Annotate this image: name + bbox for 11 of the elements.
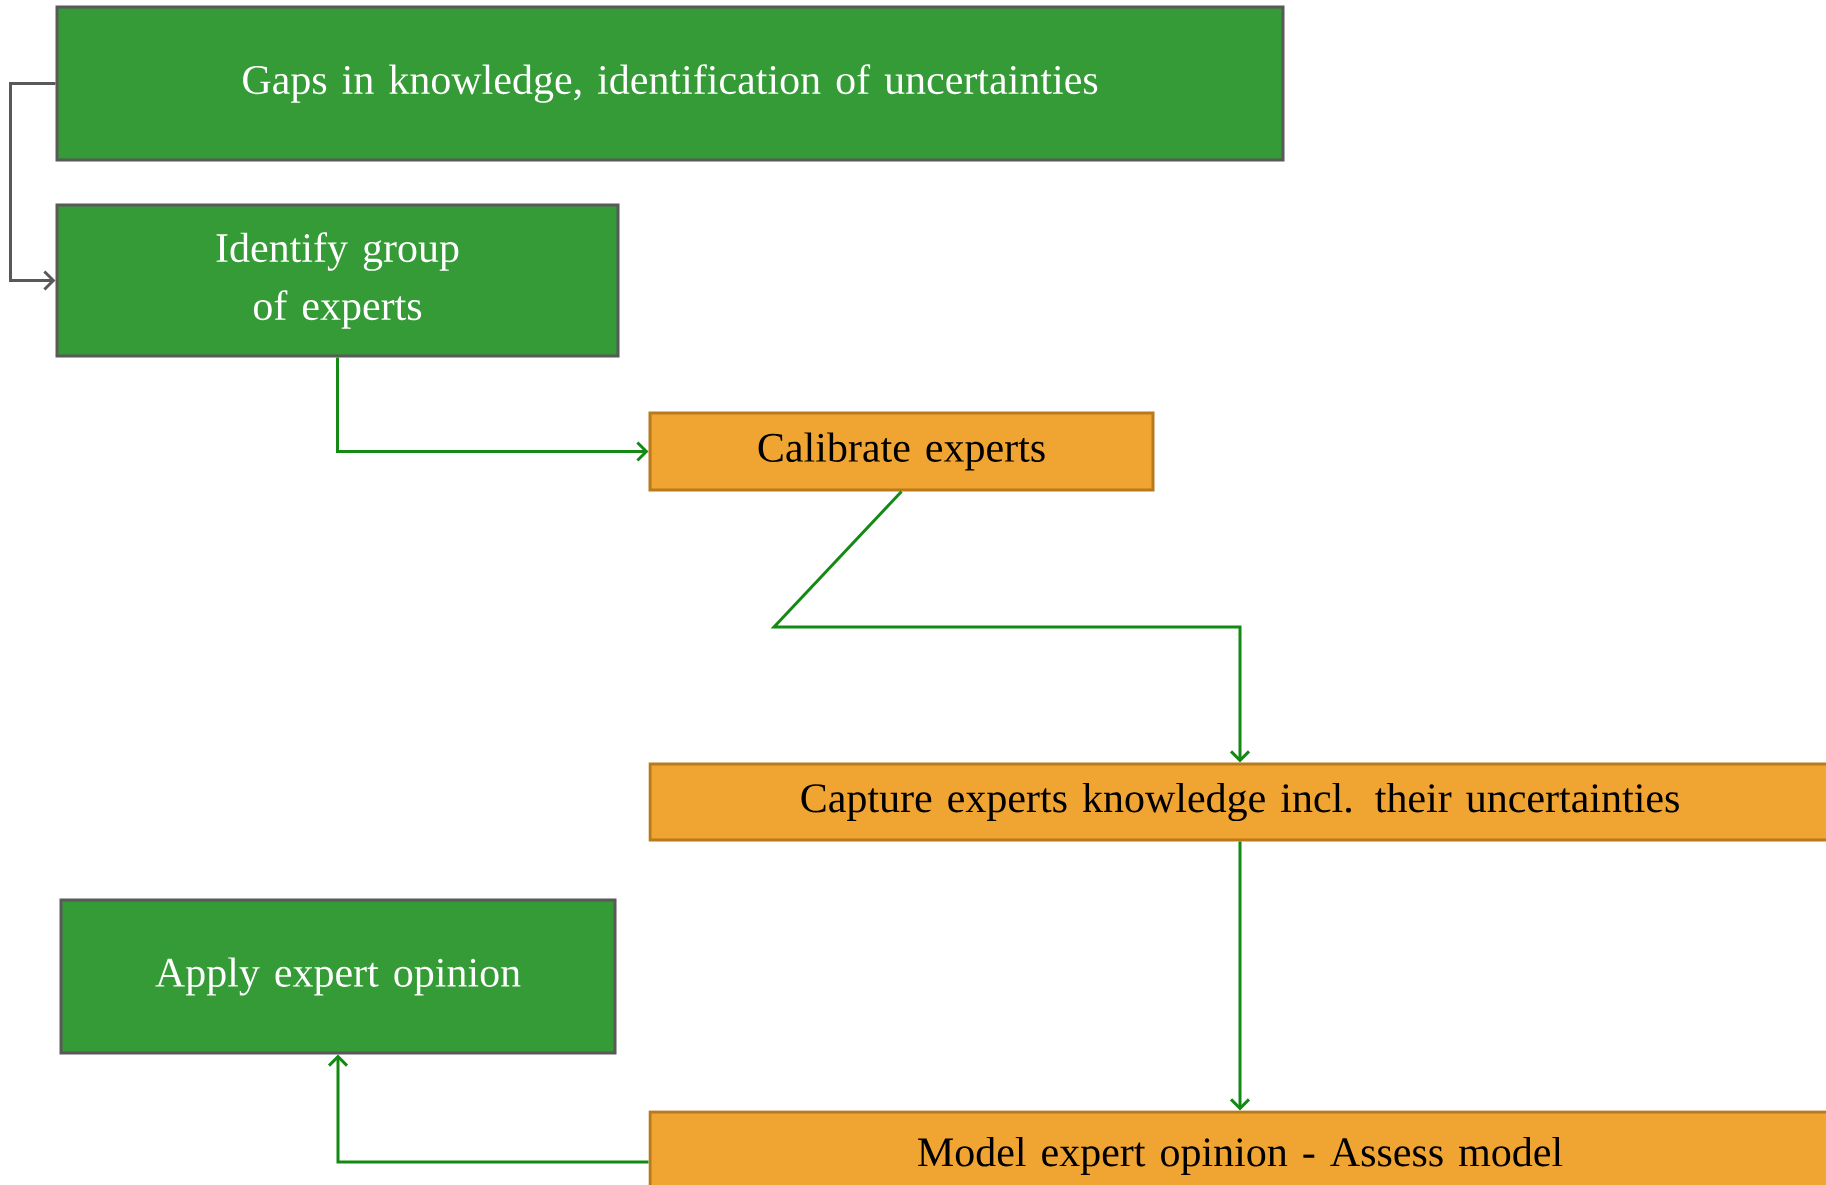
- process-box: Apply expert opinion: [59, 898, 617, 1055]
- process-box: Capture experts knowledge incl. their uncertainties: [648, 762, 1826, 842]
- process-box: Calibrate experts: [648, 411, 1155, 492]
- arrow: [1229, 841, 1251, 1111]
- arrow: [9, 82, 56, 291]
- process-box: Model expert opinion - Assess model: [648, 1110, 1826, 1185]
- arrow: [770, 490, 1251, 763]
- process-box: Identify group of experts: [55, 203, 620, 358]
- arrow: [327, 1054, 649, 1164]
- process-box: Gaps in knowledge, identification of uncertainties: [55, 5, 1285, 162]
- arrow: [336, 357, 649, 462]
